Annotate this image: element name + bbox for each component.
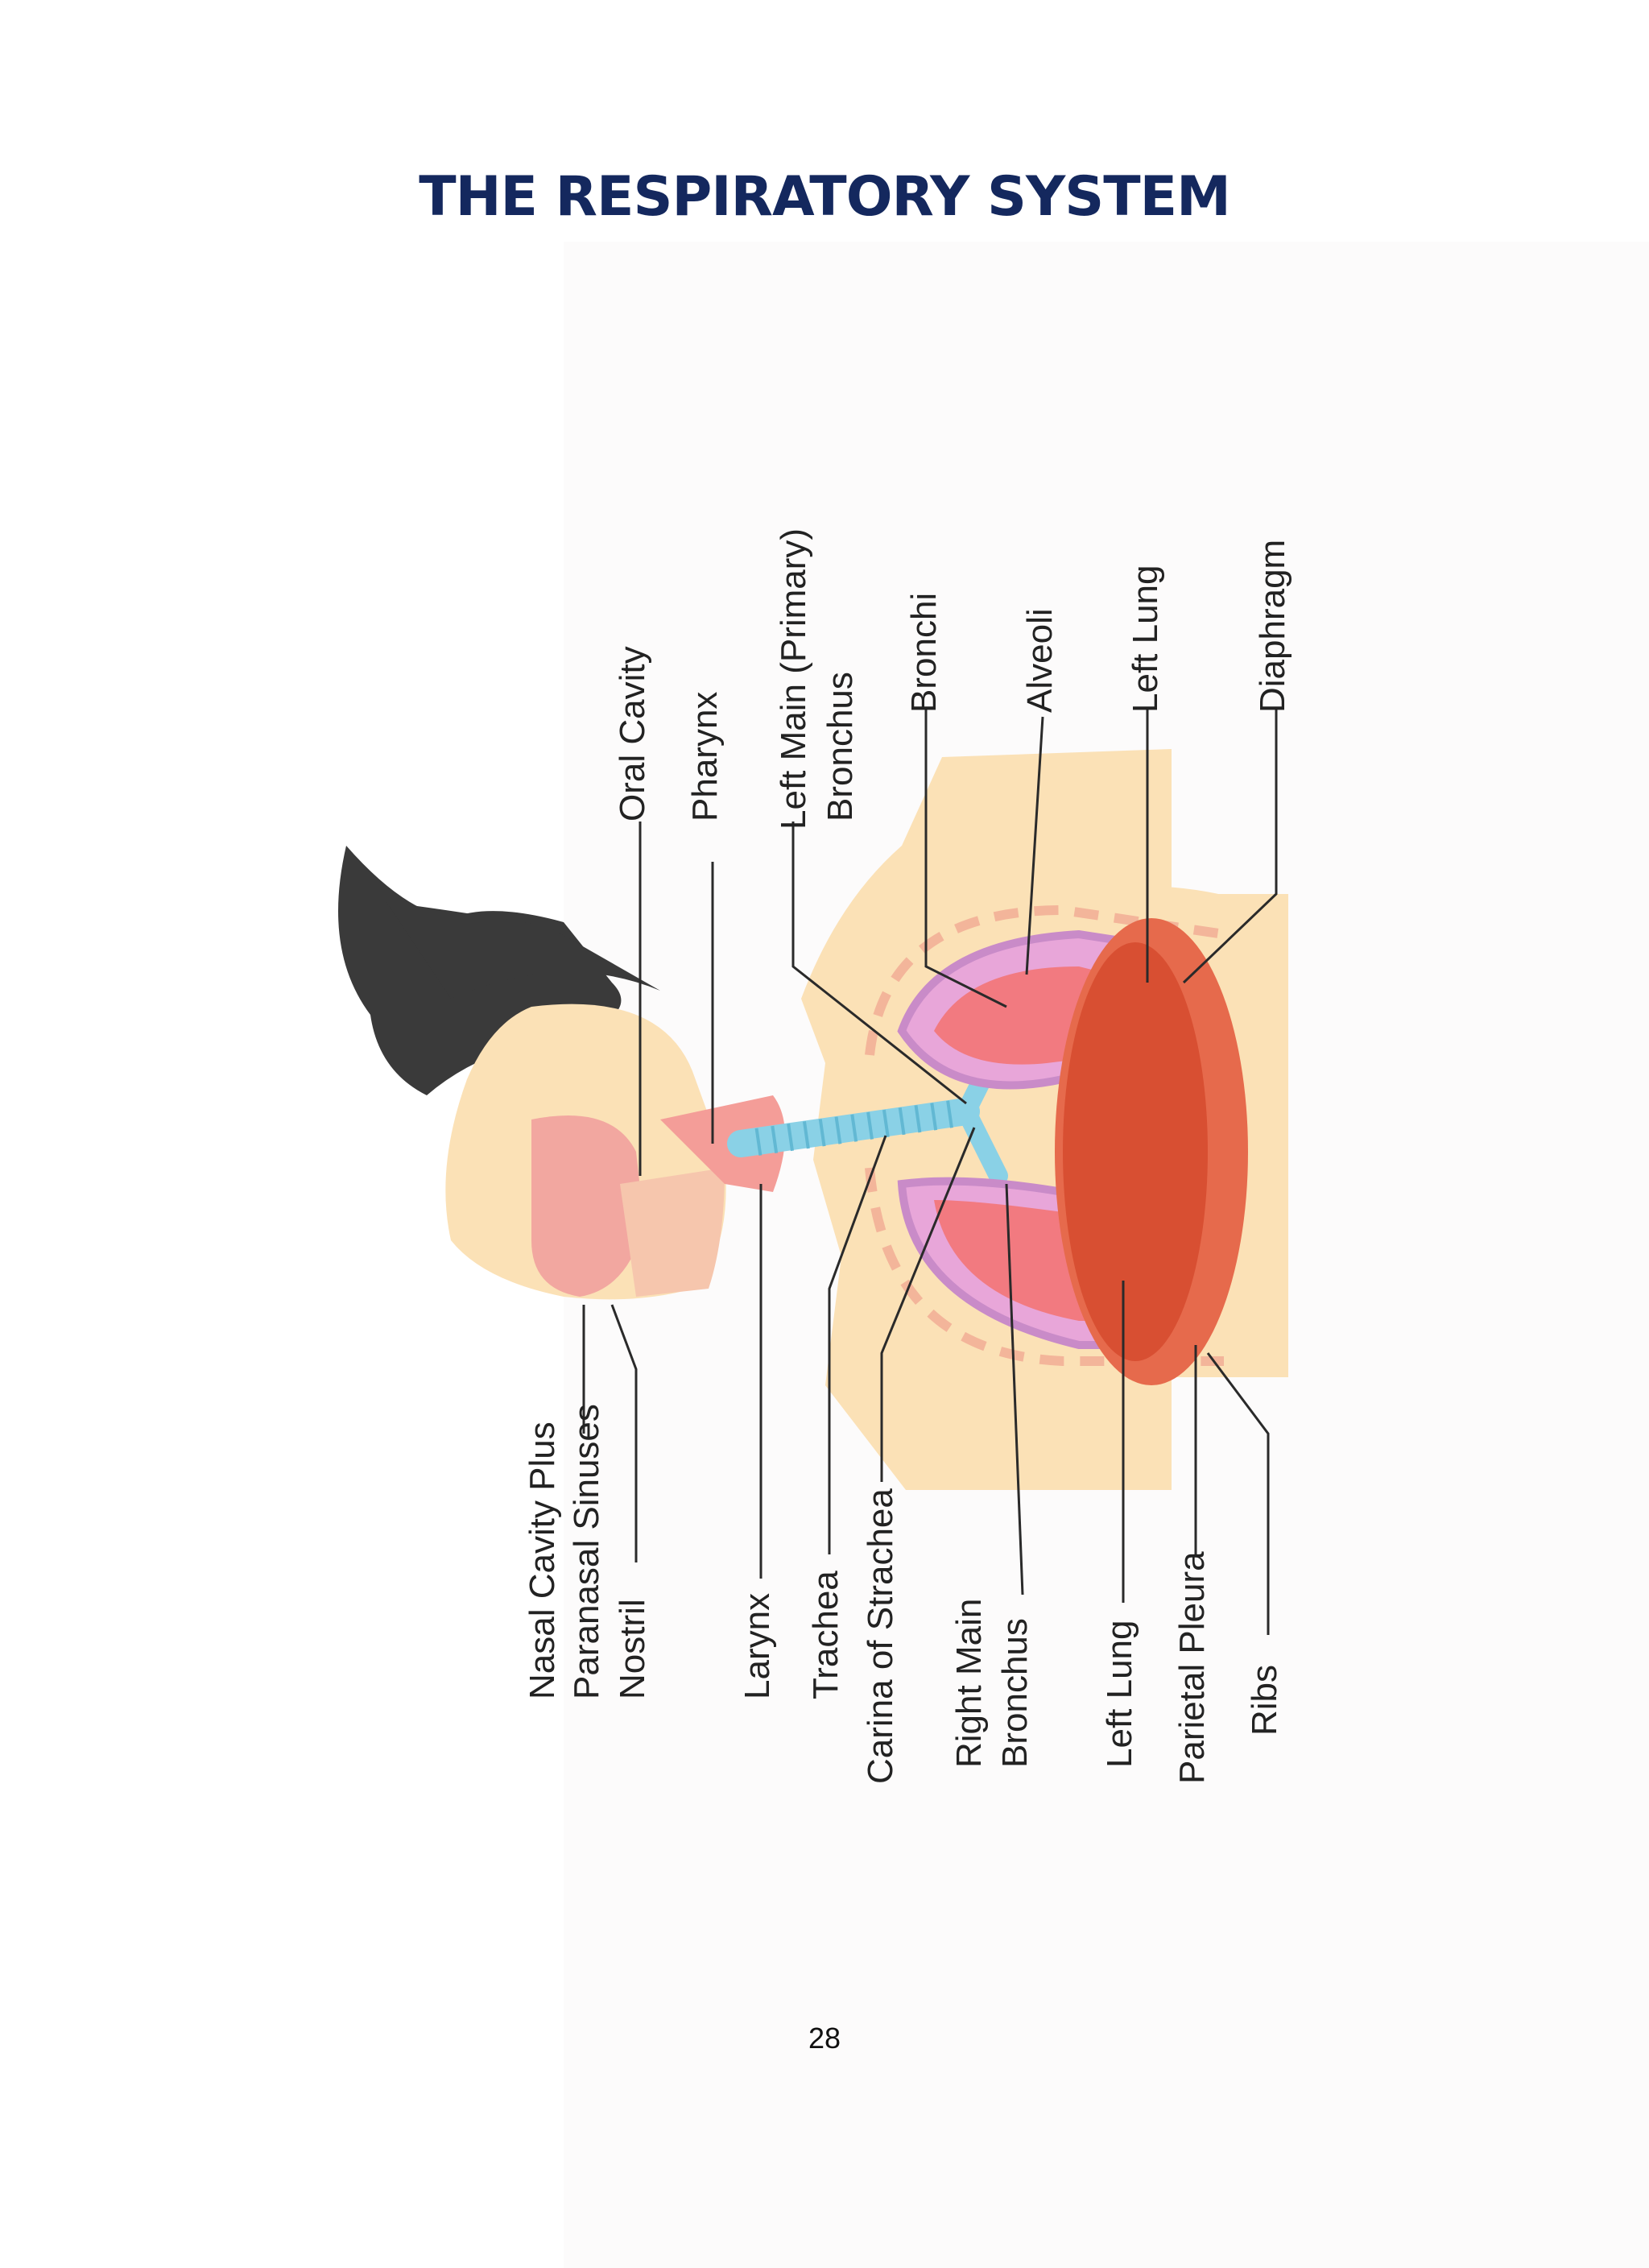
label-right-main-bronchus-2: Bronchus xyxy=(995,1618,1035,1768)
label-left-main-bronchus-2: Bronchus xyxy=(820,672,860,822)
label-left-lung-top: Left Lung xyxy=(1126,565,1165,714)
label-diaphragm: Diaphragm xyxy=(1253,540,1292,713)
diaphragm-inner xyxy=(1063,942,1208,1361)
label-larynx: Larynx xyxy=(738,1593,777,1699)
label-carina: Carina of Strachea xyxy=(861,1488,900,1784)
page-number: 28 xyxy=(0,2022,1649,2055)
label-nasal-1: Nasal Cavity Plus xyxy=(523,1422,562,1699)
label-parietal-pleura: Parietal Pleura xyxy=(1172,1551,1212,1784)
oral-cavity-shape xyxy=(620,1168,725,1297)
label-nostril: Nostril xyxy=(613,1599,652,1699)
label-trachea: Trachea xyxy=(806,1571,845,1699)
label-left-main-bronchus-1: Left Main (Primary) xyxy=(774,528,813,830)
label-nasal-2: Paranasal Sinuses xyxy=(567,1404,606,1699)
label-oral-cavity: Oral Cavity xyxy=(613,646,652,822)
label-left-lung-bottom: Left Lung xyxy=(1100,1620,1139,1769)
label-alveoli: Alveoli xyxy=(1020,608,1060,713)
label-pharynx: Pharynx xyxy=(685,692,725,822)
label-right-main-bronchus-1: Right Main xyxy=(949,1599,989,1768)
label-ribs: Ribs xyxy=(1245,1665,1284,1736)
label-bronchi: Bronchi xyxy=(904,593,944,713)
